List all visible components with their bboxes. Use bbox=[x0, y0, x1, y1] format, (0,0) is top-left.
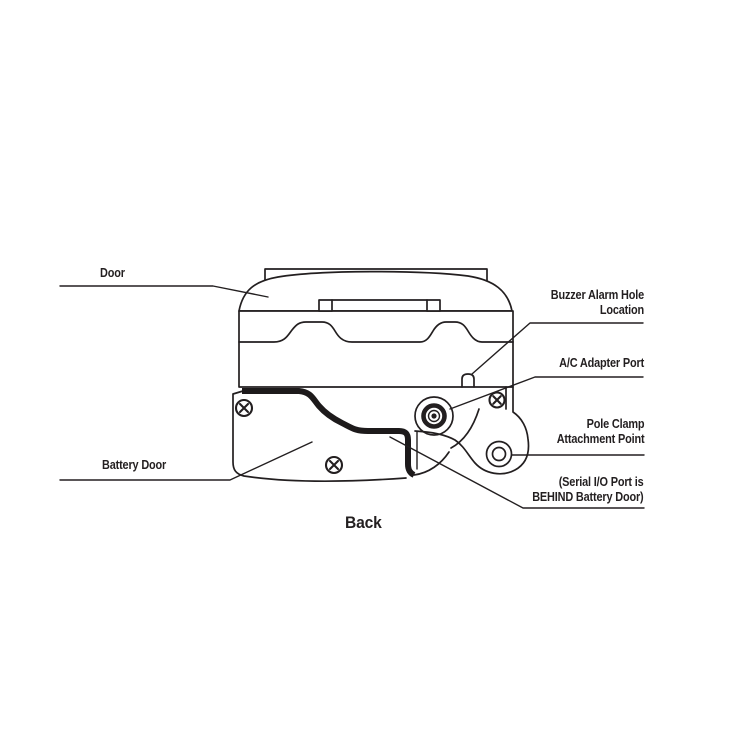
mounting-bracket bbox=[414, 386, 530, 475]
handle-latch-right bbox=[426, 299, 441, 312]
ac-adapter-label-text: A/C Adapter Port bbox=[559, 355, 644, 370]
ac-adapter-port bbox=[414, 396, 454, 436]
door-label: Door bbox=[100, 265, 125, 280]
serial-port-note-label: (Serial I/O Port is BEHIND Battery Door) bbox=[533, 474, 644, 504]
serial-note-line2: BEHIND Battery Door) bbox=[532, 489, 644, 504]
buzzer-label-line1: Buzzer Alarm Hole bbox=[550, 287, 644, 302]
battery-door-label: Battery Door bbox=[102, 457, 166, 472]
battery-door-leader-line bbox=[59, 441, 313, 481]
chassis-bottom-join bbox=[413, 451, 450, 476]
buzzer-label-line2: Location bbox=[599, 302, 644, 317]
handle-recess-contour bbox=[238, 321, 514, 343]
top-plate bbox=[264, 268, 488, 288]
battery-door-label-text: Battery Door bbox=[102, 457, 167, 472]
pole-clamp-label-line1: Pole Clamp bbox=[586, 416, 644, 431]
door-dome bbox=[238, 270, 513, 312]
battery-door-seam bbox=[242, 388, 416, 478]
figure-caption: Back bbox=[345, 513, 382, 533]
ac-adapter-leader-line bbox=[449, 376, 644, 410]
bracket-concave-line bbox=[450, 408, 480, 449]
serial-note-line1: (Serial I/O Port is bbox=[559, 474, 644, 489]
screw-icon bbox=[234, 398, 254, 418]
buzzer-hole-notch bbox=[461, 373, 475, 388]
handle-latch-left bbox=[318, 299, 333, 312]
buzzer-alarm-hole-label: Buzzer Alarm Hole Location bbox=[551, 287, 644, 317]
screw-icon bbox=[488, 391, 506, 409]
door-label-text: Door bbox=[100, 265, 125, 280]
serial-note-leader-line bbox=[389, 436, 645, 509]
battery-door-shape bbox=[232, 390, 407, 482]
pole-clamp-label: Pole Clamp Attachment Point bbox=[556, 416, 644, 446]
screw-icon bbox=[324, 455, 344, 475]
buzzer-leader-line bbox=[471, 322, 644, 375]
pole-clamp-hole bbox=[485, 440, 513, 468]
door-leader-line bbox=[59, 285, 269, 298]
figure-caption-text: Back bbox=[345, 513, 382, 532]
ac-adapter-port-label: A/C Adapter Port bbox=[559, 355, 644, 370]
pole-clamp-label-line2: Attachment Point bbox=[556, 431, 644, 446]
